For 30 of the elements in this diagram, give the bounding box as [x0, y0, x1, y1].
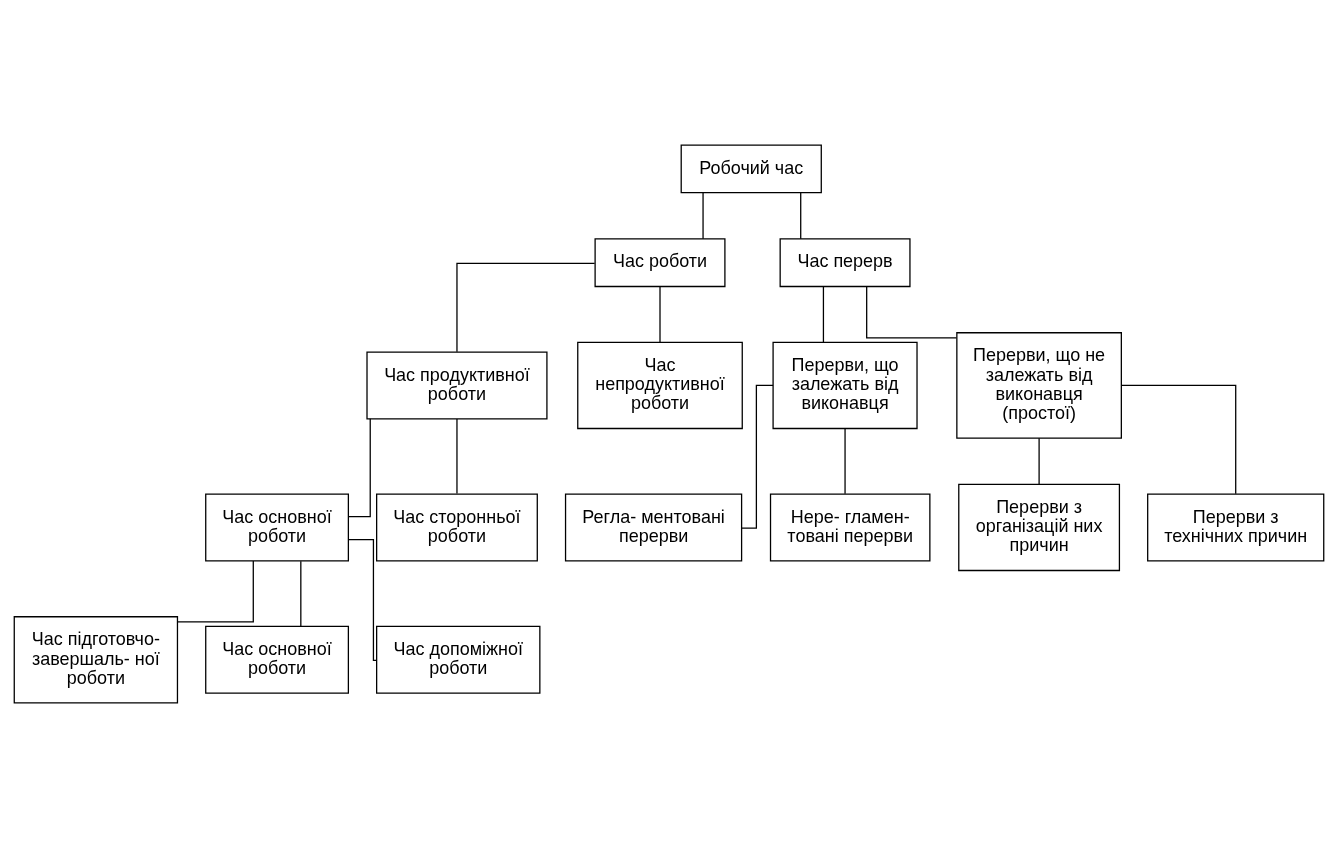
connector: [702, 192, 704, 240]
node-box: Робочий час: [680, 144, 822, 194]
connector: [456, 262, 596, 353]
connector: [347, 539, 377, 662]
node-box: Час непродуктивної роботи: [577, 341, 743, 430]
connector: [659, 286, 661, 343]
connector: [844, 428, 846, 495]
connector: [1121, 384, 1237, 495]
node-box: Час допоміжної роботи: [376, 625, 541, 694]
connector: [1038, 437, 1040, 485]
node-box: Нере- гламен- товані перерви: [769, 493, 931, 562]
node-box: Перерви з організацій них причин: [958, 483, 1121, 572]
node-box: Час підготовчо- завершаль- ної роботи: [13, 616, 179, 704]
connector: [822, 286, 825, 343]
node-box: Час сторонньої роботи: [376, 493, 538, 562]
node-box: Час перерв: [779, 238, 911, 288]
connector: [347, 418, 371, 518]
node-box: Час продуктивної роботи: [366, 351, 548, 420]
node-box: Час основної роботи: [205, 625, 350, 694]
node-box: Перерви з технічних причин: [1147, 493, 1325, 562]
connector: [300, 560, 302, 627]
node-box: Час основної роботи: [205, 493, 350, 562]
connector: [456, 418, 458, 495]
node-box: Перерви, що залежать від виконавця: [772, 341, 918, 430]
node-box: Час роботи: [594, 238, 726, 288]
connector: [866, 285, 958, 339]
connector: [177, 560, 254, 623]
node-box: Перерви, що не залежать від виконавця (простої): [956, 332, 1122, 439]
node-box: Регла- ментовані перерви: [564, 493, 743, 562]
connector: [800, 192, 802, 240]
